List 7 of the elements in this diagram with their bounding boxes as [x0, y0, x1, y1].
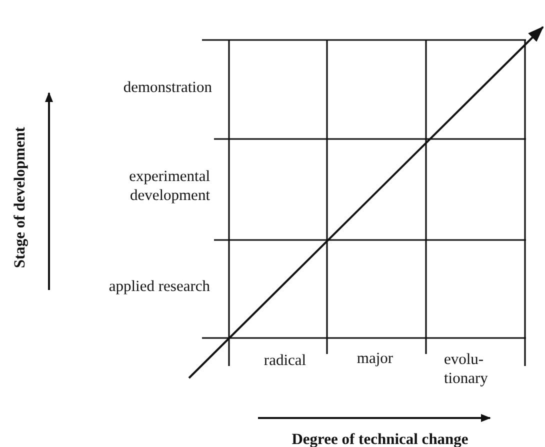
- row-label: experimental development: [128, 167, 210, 205]
- row-label: applied research: [108, 277, 210, 296]
- column-label: evolu- tionary: [444, 350, 489, 388]
- axis-title: Stage of development: [10, 126, 30, 270]
- row-label: demonstration: [122, 78, 212, 97]
- column-label: radical: [262, 351, 308, 370]
- column-label: major: [356, 349, 394, 368]
